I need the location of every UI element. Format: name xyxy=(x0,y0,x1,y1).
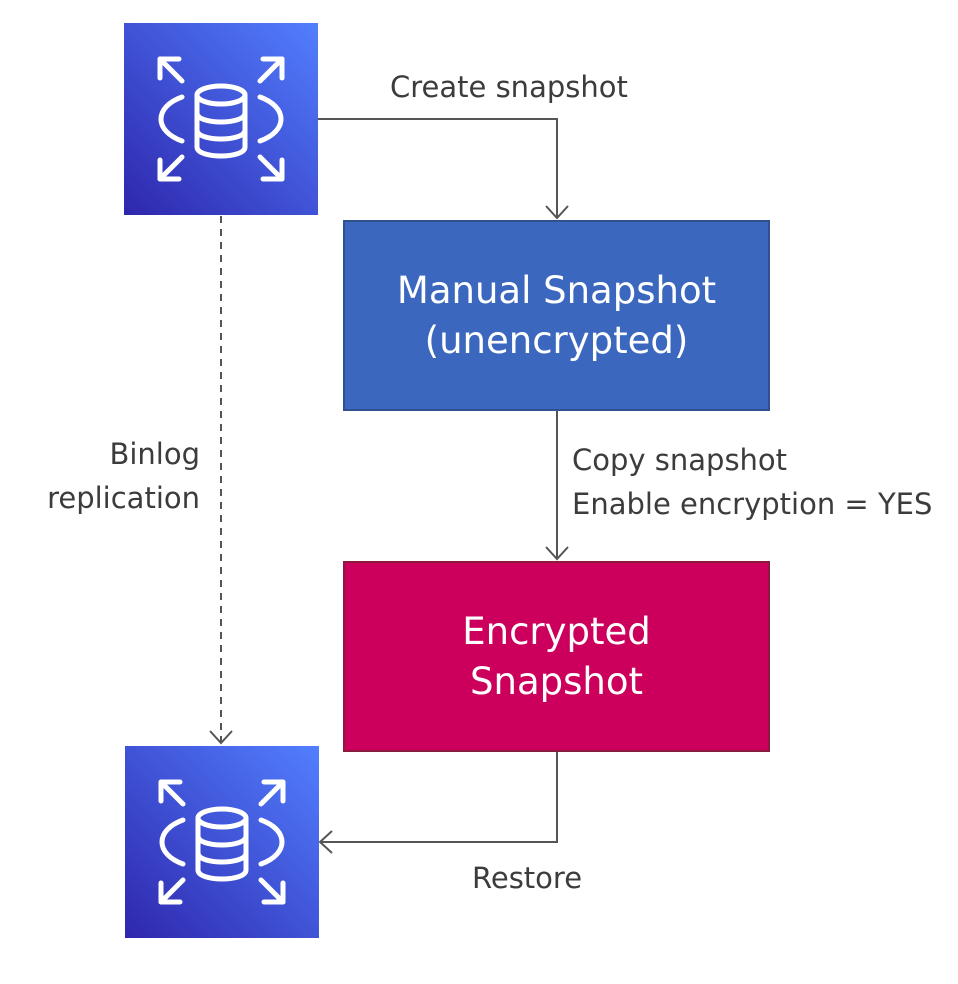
source-rds-database-icon xyxy=(124,23,318,215)
copy-snapshot-arrow xyxy=(545,411,569,561)
restore-arrow xyxy=(318,752,558,854)
manual-snapshot-line-1: Manual Snapshot xyxy=(396,268,717,312)
encrypted-snapshot-label: Encrypted Snapshot xyxy=(462,607,651,707)
copy-snapshot-label: Copy snapshot Enable encryption = YES xyxy=(572,438,932,526)
rds-database-icon xyxy=(158,779,286,905)
binlog-line: Binlog xyxy=(109,437,200,471)
create-snapshot-label: Create snapshot xyxy=(390,70,628,104)
copy-snapshot-line: Copy snapshot xyxy=(572,443,788,477)
binlog-replication-arrow xyxy=(209,216,233,745)
enable-encryption-line: Enable encryption = YES xyxy=(572,487,933,521)
binlog-replication-label: Binlog replication xyxy=(47,432,200,520)
encrypted-snapshot-line-1: Encrypted xyxy=(462,609,651,653)
encrypted-snapshot-box: Encrypted Snapshot xyxy=(343,561,770,752)
restore-label: Restore xyxy=(472,861,583,895)
manual-snapshot-label: Manual Snapshot (unencrypted) xyxy=(397,266,716,366)
encrypted-snapshot-line-2: Snapshot xyxy=(470,659,643,703)
manual-snapshot-box: Manual Snapshot (unencrypted) xyxy=(343,220,770,411)
rds-database-icon xyxy=(157,56,285,182)
target-rds-database-icon xyxy=(125,746,319,938)
replication-line: replication xyxy=(47,481,200,515)
manual-snapshot-line-2: (unencrypted) xyxy=(424,318,689,362)
create-snapshot-arrow xyxy=(318,118,569,220)
